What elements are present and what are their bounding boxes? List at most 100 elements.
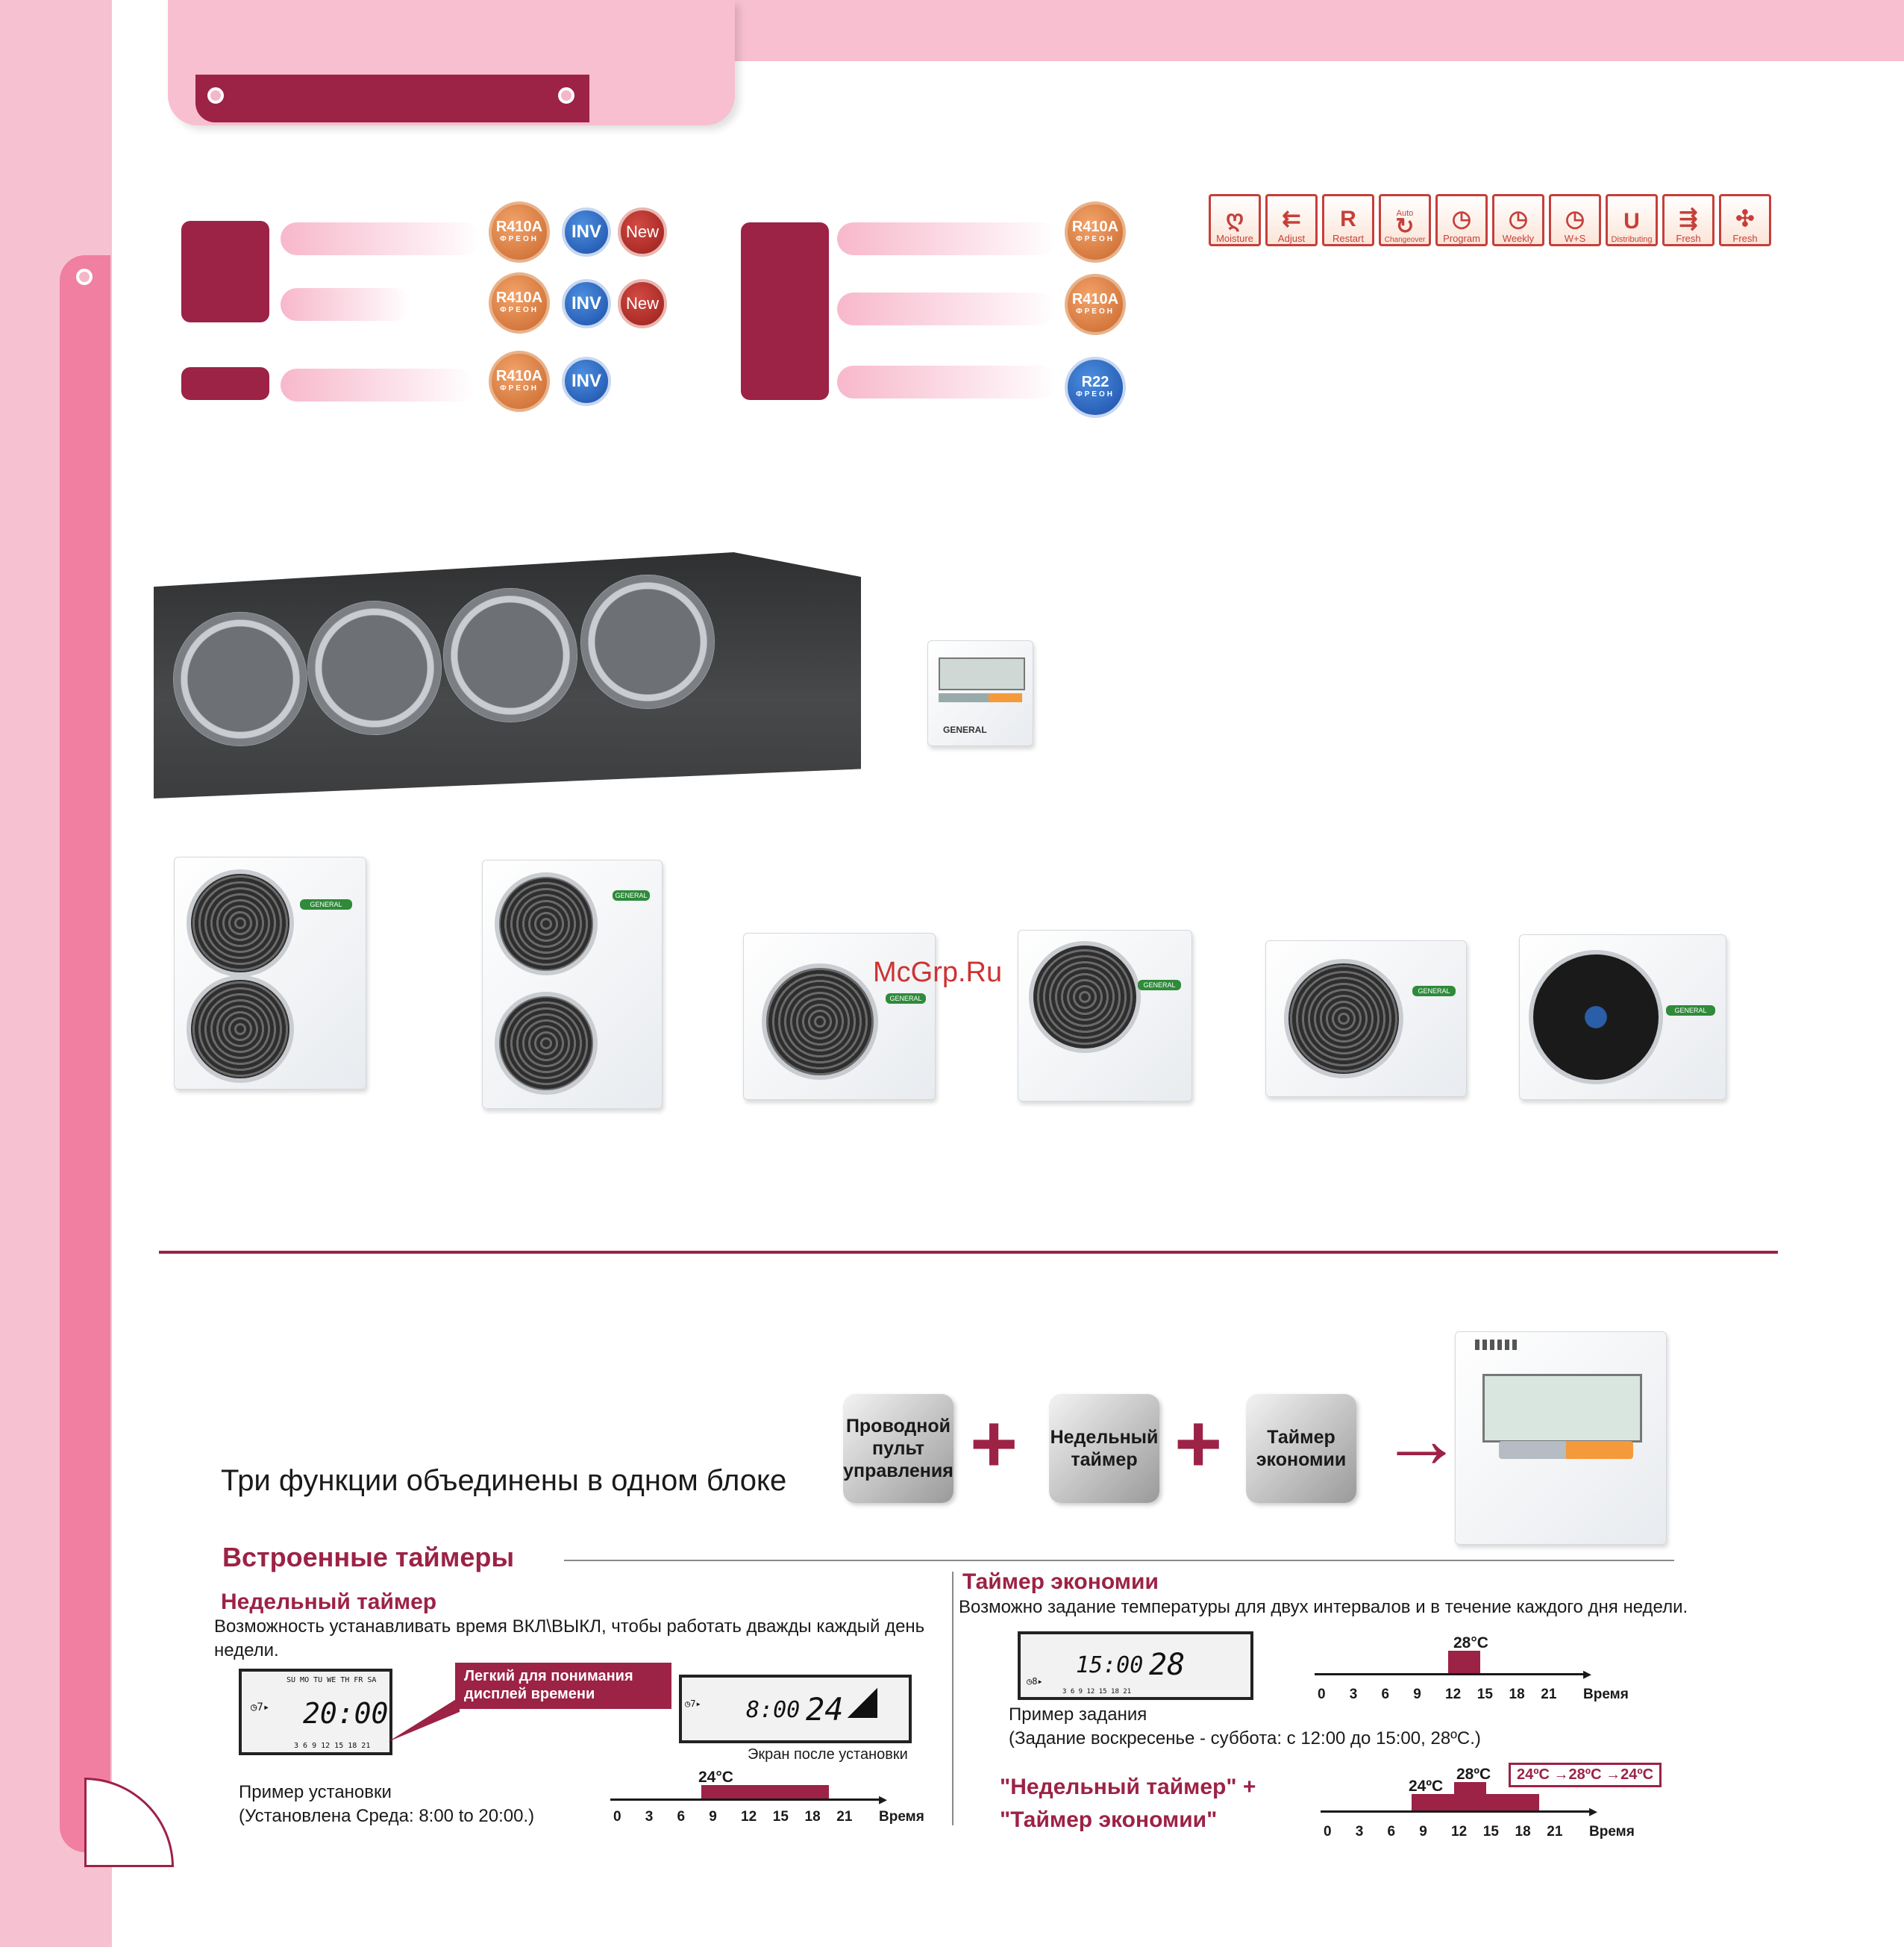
fan-grille: [762, 963, 878, 1080]
remote-buttons: [1499, 1441, 1633, 1459]
rivet-icon: [558, 87, 574, 104]
remote-speaker: [1475, 1340, 1520, 1350]
lcd-time: 8:00: [746, 1697, 801, 1723]
timeline-tick: 9: [1419, 1824, 1427, 1840]
timeline-tick: 12: [1445, 1687, 1462, 1702]
timeline-arrow-icon: ▸: [879, 1790, 888, 1808]
side-bar: [60, 255, 110, 1852]
outdoor-unit: GENERAL: [1018, 930, 1192, 1101]
model-name-bar: [281, 288, 410, 321]
timeline-temp-low: 24ºC: [1409, 1778, 1444, 1795]
functions-caption: Три функции объединены в одном блоке: [221, 1464, 787, 1497]
weekly-setback-icon: ◷W+S: [1549, 194, 1601, 246]
timeline-tick: 15: [772, 1809, 789, 1825]
timeline-tick: 6: [677, 1809, 686, 1825]
program-timer-icon: ◷Program: [1435, 194, 1488, 246]
header-band: [731, 0, 1904, 61]
timeline-temp-label: 28°C: [1453, 1634, 1488, 1651]
model-name-bar: [281, 369, 475, 401]
timeline-tick: 0: [1318, 1687, 1326, 1702]
lcd-temperature: 28: [1149, 1648, 1186, 1682]
brand-tag: GENERAL: [1412, 986, 1456, 996]
timeline-tick: 15: [1476, 1687, 1493, 1702]
weekly-lcd-display: SU MO TU WE TH FR SA ◷7▸ 20:00 3 6 9 12 …: [239, 1669, 392, 1755]
arrow-icon: →: [1380, 1393, 1462, 1485]
brand-tag: GENERAL: [1666, 1005, 1715, 1016]
column-divider: [952, 1572, 953, 1825]
callout-pointer: [388, 1697, 460, 1742]
timeline-axis: [1315, 1673, 1587, 1675]
model-name-bar: [837, 293, 1056, 325]
economy-example-label: Пример задания: [1009, 1704, 1147, 1725]
timeline-tick: 18: [804, 1809, 821, 1825]
weekly-timer-function: Недельный таймер: [1049, 1394, 1159, 1503]
timeline-tick: 21: [836, 1809, 853, 1825]
adjust-icon: ⇇Adjust: [1265, 194, 1318, 246]
timeline-tick: 21: [1547, 1824, 1563, 1840]
inverter-badge: INV: [562, 207, 611, 257]
timeline-on-bar: [1448, 1651, 1480, 1673]
temperature-sequence: 24ºC →28ºC →24ºC: [1509, 1763, 1662, 1787]
outdoor-unit: GENERAL: [743, 933, 936, 1100]
timeline-tick: 0: [613, 1809, 621, 1825]
timeline-tick: 9: [709, 1809, 717, 1825]
weekly-lcd-after-display: ◷7▸ 8:00 24: [679, 1675, 912, 1743]
model-group-block: [181, 367, 269, 400]
timeline-tick: 3: [1349, 1687, 1358, 1702]
timeline-tick: 21: [1541, 1687, 1557, 1702]
timeline-tick: 12: [1451, 1824, 1468, 1840]
economy-timer-function: Таймер экономии: [1246, 1394, 1356, 1503]
duct-outlet: [307, 601, 442, 735]
fan-grille: [187, 975, 294, 1083]
model-name-bar: [281, 222, 480, 255]
timeline-tick: 18: [1509, 1687, 1525, 1702]
weekly-example-detail: (Установлена Среда: 8:00 to 20:00.): [239, 1806, 535, 1826]
brand-tag: GENERAL: [886, 993, 926, 1004]
clock-icon: ◷7▸: [251, 1701, 270, 1713]
economy-timer-title: Таймер экономии: [962, 1569, 1159, 1594]
fan-grille: [1284, 959, 1403, 1078]
timeline-tick: 6: [1387, 1824, 1396, 1840]
lcd-time: 15:00: [1076, 1652, 1144, 1678]
auto-changeover-icon: Auto↻Changeover: [1379, 194, 1431, 246]
duct-outlet: [580, 575, 715, 709]
timeline-axis: [610, 1798, 883, 1801]
inverter-badge: INV: [562, 357, 611, 406]
heading-rule: [564, 1560, 1674, 1561]
fan-grille: [187, 869, 294, 977]
wired-remote-controller: GENERAL: [927, 640, 1033, 746]
fan-grille: [1029, 941, 1141, 1053]
fan-grille: [495, 992, 598, 1095]
section-divider: [159, 1251, 1778, 1254]
rivet-icon: [76, 269, 93, 285]
wired-remote-function: Проводной пульт управления: [843, 1394, 953, 1503]
timeline-temp-label: 24°C: [698, 1769, 733, 1786]
combined-title-1: "Недельный таймер" +: [1000, 1775, 1256, 1799]
timeline-tick: 3: [1355, 1824, 1364, 1840]
rivet-icon: [207, 87, 224, 104]
outdoor-unit: GENERAL: [174, 857, 366, 1090]
timeline-axis: [1321, 1810, 1593, 1813]
clock-icon: ◷7▸: [685, 1698, 701, 1709]
model-name-bar: [837, 366, 1056, 399]
brand-tag: GENERAL: [613, 890, 650, 901]
timeline-tick: 6: [1381, 1687, 1390, 1702]
brand-tag: GENERAL: [300, 899, 352, 910]
fresh-air-icon: ⇶Fresh: [1662, 194, 1714, 246]
model-group-block: [181, 221, 269, 322]
brand-tag: GENERAL: [1138, 980, 1181, 990]
page-corner: [84, 1778, 174, 1867]
new-badge: New: [618, 279, 667, 328]
outdoor-unit: GENERAL: [482, 860, 663, 1109]
timeline-economy-bar: [1454, 1782, 1486, 1810]
